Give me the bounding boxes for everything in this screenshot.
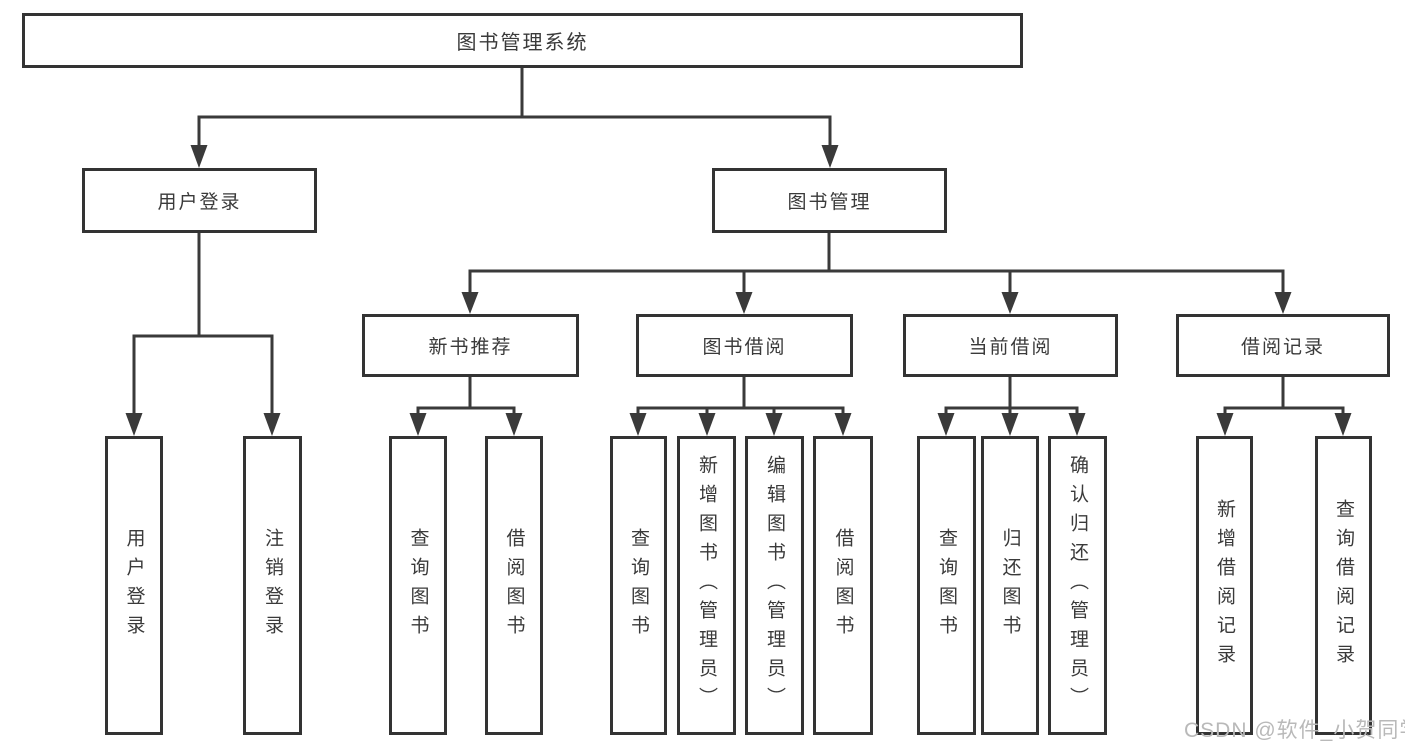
node-book-management: 图书管理 (712, 168, 947, 233)
node-root-system: 图书管理系统 (22, 13, 1023, 68)
arrowhead-icon (190, 145, 208, 168)
arrowhead-icon (409, 413, 427, 436)
edge-borrowing-records-children (1223, 377, 1345, 414)
leaf-user-login-label: 用户登录 (123, 527, 145, 644)
edge-current-borrowing-children (944, 377, 1079, 414)
leaf-query-books-borrowing-label: 查询图书 (628, 527, 649, 644)
leaf-add-borrow-record: 新增借阅记录 (1196, 436, 1253, 735)
leaf-query-books-current: 查询图书 (917, 436, 976, 735)
edge-book-management-children (468, 233, 1285, 295)
arrowhead-icon (1001, 292, 1019, 314)
leaf-edit-books-admin: 编辑图书（管理员） (745, 436, 804, 735)
arrowhead-icon (735, 292, 753, 314)
leaf-return-books-label: 归还图书 (999, 527, 1021, 644)
arrowhead-icon (1274, 292, 1292, 314)
leaf-query-books-borrowing: 查询图书 (610, 436, 667, 735)
leaf-confirm-return-admin: 确认归还（管理员） (1048, 436, 1107, 735)
arrowhead-icon (937, 413, 955, 436)
arrowhead-icon (1068, 413, 1086, 436)
node-user-login: 用户登录 (82, 168, 317, 233)
leaf-add-books-admin-label: 新增图书（管理员） (696, 455, 717, 716)
leaf-query-books-recommend-label: 查询图书 (407, 527, 429, 644)
leaf-borrow-books-label: 借阅图书 (832, 527, 854, 644)
edge-root-to-level2 (197, 68, 832, 149)
arrowhead-icon (125, 413, 143, 436)
arrowhead-icon (698, 413, 716, 436)
arrowhead-icon (821, 145, 839, 168)
arrowhead-icon (505, 413, 523, 436)
arrowhead-icon (263, 413, 281, 436)
edge-book-borrowing-children (636, 377, 845, 414)
leaf-query-borrow-record-label: 查询借阅记录 (1333, 498, 1354, 673)
leaf-add-borrow-record-label: 新增借阅记录 (1214, 498, 1235, 673)
leaf-query-borrow-record: 查询借阅记录 (1315, 436, 1372, 735)
leaf-edit-books-admin-label: 编辑图书（管理员） (764, 455, 785, 716)
leaf-logout-label: 注销登录 (262, 527, 283, 644)
arrowhead-icon (765, 413, 783, 436)
arrowhead-icon (1334, 413, 1352, 436)
leaf-borrow-books-recommend-label: 借阅图书 (503, 527, 525, 644)
arrowhead-icon (1001, 413, 1019, 436)
leaf-user-login: 用户登录 (105, 436, 163, 735)
arrowhead-icon (461, 292, 479, 314)
edge-new-book-recommend-children (416, 377, 516, 414)
leaf-query-books-recommend: 查询图书 (389, 436, 447, 735)
arrowhead-icon (629, 413, 647, 436)
node-borrowing-records: 借阅记录 (1176, 314, 1390, 377)
leaf-add-books-admin: 新增图书（管理员） (677, 436, 736, 735)
csdn-watermark: CSDN @软件_小贺同学 (1184, 719, 1405, 742)
leaf-logout: 注销登录 (243, 436, 302, 735)
leaf-return-books: 归还图书 (981, 436, 1039, 735)
node-current-borrowing: 当前借阅 (903, 314, 1118, 377)
node-new-book-recommend: 新书推荐 (362, 314, 579, 377)
arrowhead-icon (1216, 413, 1234, 436)
leaf-borrow-books-recommend: 借阅图书 (485, 436, 543, 735)
arrowhead-icon (834, 413, 852, 436)
leaf-borrow-books: 借阅图书 (813, 436, 873, 735)
edge-user-login-children (132, 233, 274, 414)
node-book-borrowing: 图书借阅 (636, 314, 853, 377)
leaf-query-books-current-label: 查询图书 (936, 527, 957, 644)
leaf-confirm-return-admin-label: 确认归还（管理员） (1067, 455, 1088, 716)
